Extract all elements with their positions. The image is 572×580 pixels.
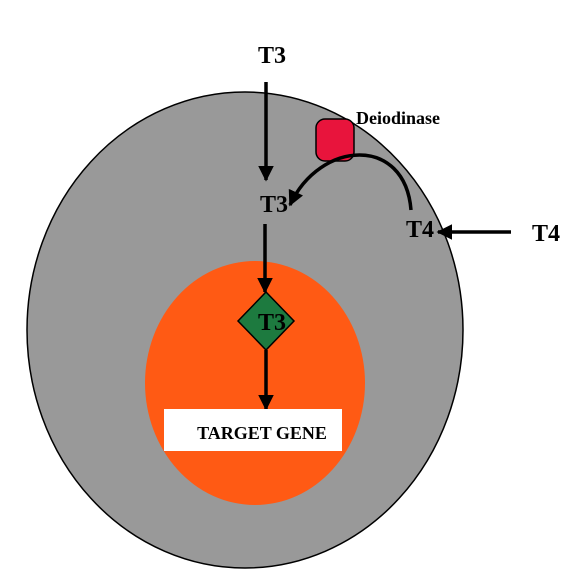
t3-cytoplasm-label: T3 — [260, 192, 288, 218]
t3-nuclear-label: T3 — [258, 310, 286, 336]
nucleus — [145, 261, 365, 505]
deiodination-arrow — [288, 153, 413, 211]
t4-outside-label: T4 — [532, 221, 560, 247]
deiodinase-label: Deiodinase — [356, 108, 440, 128]
target-gene-label: TARGET GENE — [197, 423, 327, 443]
t4-cell-label: T4 — [406, 217, 434, 243]
target-gene-box — [164, 409, 342, 451]
t3-outside-label: T3 — [258, 43, 286, 69]
